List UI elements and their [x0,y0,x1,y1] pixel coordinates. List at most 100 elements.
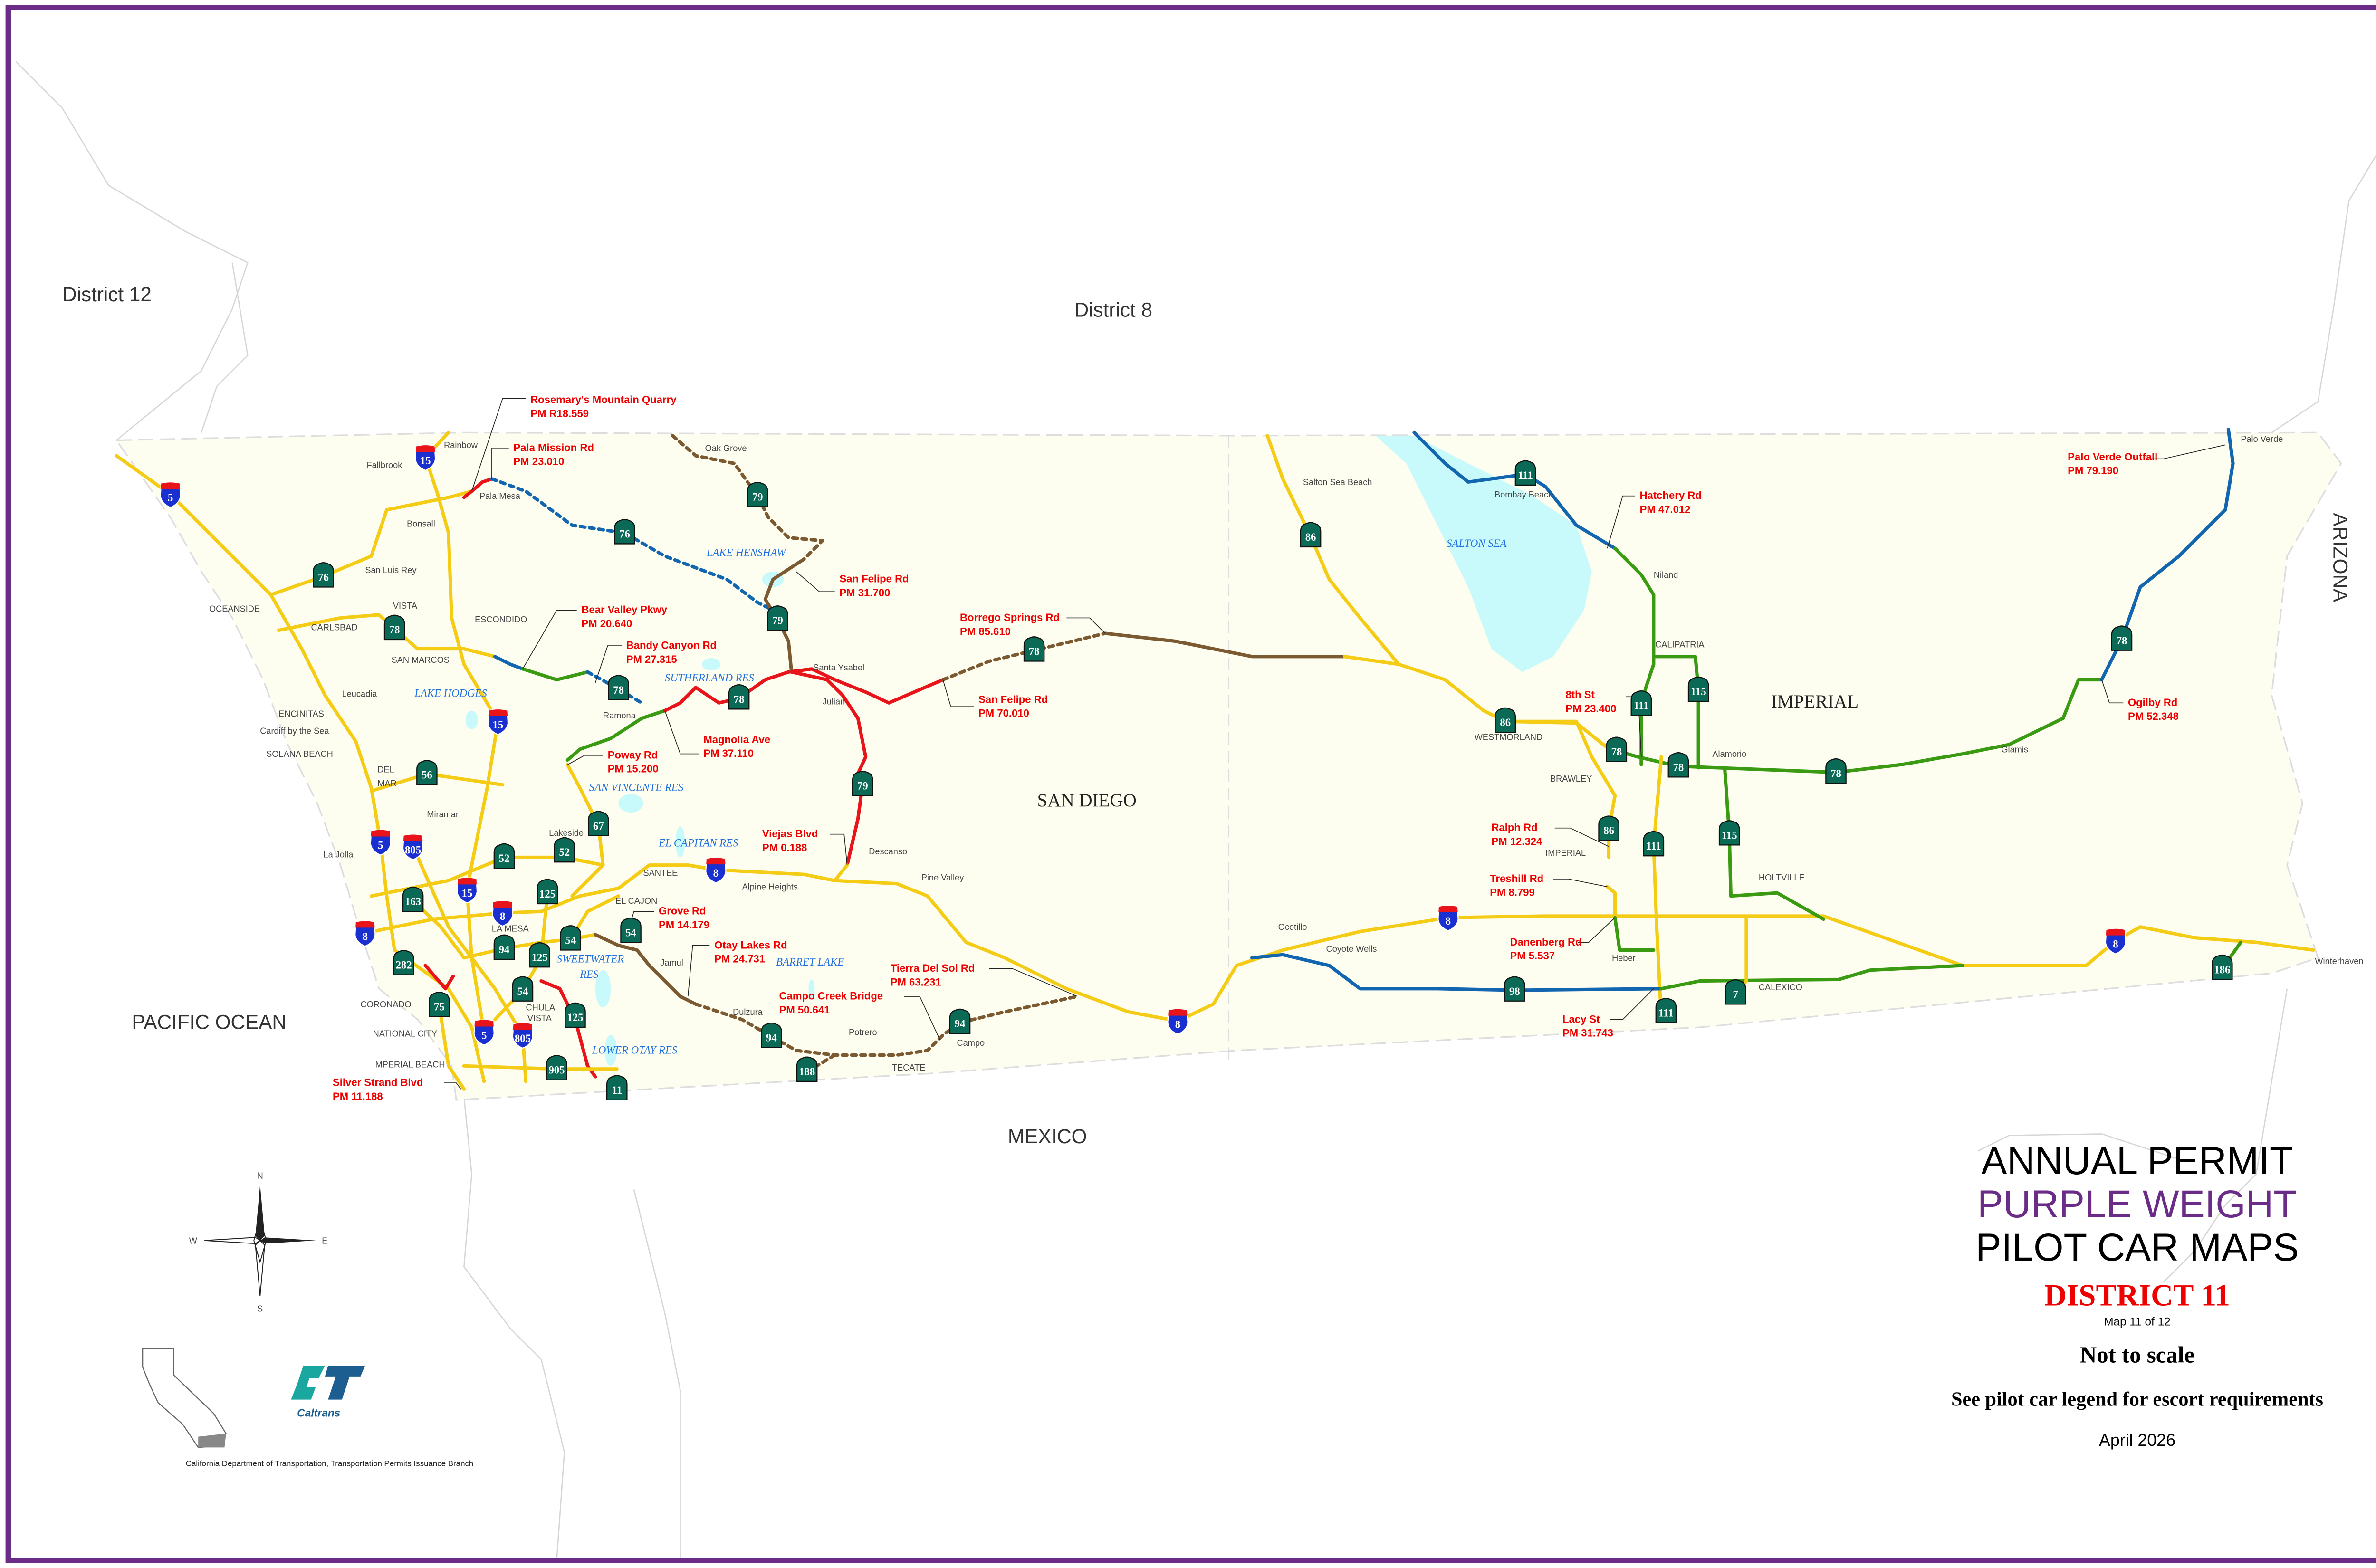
state-route-94-shield-icon: 94 [493,934,515,960]
state-route-7-shield-icon: 7 [1725,979,1746,1005]
callout-road-name: San Felipe Rd [839,573,909,585]
callout-leader-line [491,448,509,479]
interstate-8-shield-icon: 8 [2105,928,2127,955]
state-route-125-shield-icon: 125 [537,879,558,905]
callout-leader-line [2101,679,2124,704]
callout-road-name: Grove Rd [659,905,706,917]
state-route-54-shield-icon: 54 [512,976,534,1002]
state-route-76-shield-icon: 76 [614,519,635,545]
place-label: Jamul [660,958,683,967]
interstate-number: 8 [363,930,368,942]
state-route-number: 78 [613,684,624,696]
place-label: La Jolla [324,850,354,859]
callout-leader-line [942,679,974,707]
state-route-78-shield-icon: 78 [728,684,750,710]
place-label: CHULA [526,1003,556,1012]
state-route-number: 94 [955,1018,966,1030]
state-route-number: 78 [1611,746,1622,758]
callout-leader-line [444,1082,461,1090]
state-route-number: 115 [1722,829,1737,841]
state-route-number: 75 [434,1001,445,1013]
callout-road-name: Poway Rd [608,749,658,761]
interstate-number: 8 [1446,915,1451,927]
state-route-number: 76 [318,571,329,583]
callout-postmile: PM 23.400 [1566,703,1617,715]
place-label: Fallbrook [367,460,403,470]
place-label: Potrero [849,1027,877,1037]
red-road-segment [663,667,945,713]
place-label: Glamis [2001,745,2028,754]
state-route-number: 125 [532,951,548,963]
callout-road-name: Silver Strand Blvd [333,1077,423,1089]
place-label: Rainbow [444,440,478,450]
callout-road-name: 8th St [1566,689,1595,701]
state-route-number: 111 [1658,1007,1674,1019]
callout-road-name: Palo Verde Outfall [2068,451,2157,463]
state-route-78-shield-icon: 78 [608,675,629,700]
callout-leader-line [989,968,1078,997]
state-route-number: 67 [593,820,604,832]
state-route-number: 78 [734,693,745,705]
interstate-number: 8 [2113,938,2118,950]
district-11-highlight [198,1434,226,1448]
place-label: Miramar [427,810,459,819]
state-route-125-shield-icon: 125 [565,1002,586,1028]
interstate-8-shield-icon: 8 [705,857,727,884]
state-route-number: 52 [499,852,510,864]
callout-postmile: PM 15.200 [608,763,659,775]
compass-rose-icon: N S E W [189,1171,328,1314]
callout-postmile: PM 27.315 [626,653,677,665]
place-label: ENCINITAS [278,709,324,719]
interstate-number: 5 [378,840,383,851]
state-route-number: 54 [625,927,636,938]
state-route-111-shield-icon: 111 [1514,460,1536,486]
water-label: SALTON SEA [1447,537,1506,549]
state-route-905-shield-icon: 905 [546,1055,567,1080]
blue-dashed-road-segment [490,477,775,612]
interstate-8-shield-icon: 8 [354,920,376,947]
water-bodies [465,435,1592,1066]
region-label: District 8 [1074,299,1152,321]
state-route-52-shield-icon: 52 [493,843,515,869]
place-label: Niland [1654,570,1678,580]
place-label: SANTEE [643,868,678,878]
callout-leader-line [1610,988,1654,1020]
callout-leaders [444,398,2225,1090]
place-label: OCEANSIDE [209,604,260,613]
page-frame [5,5,2376,1563]
place-label: DEL [377,765,394,774]
callout-road-name: Danenberg Rd [1510,936,1581,948]
place-label: WESTMORLAND [1475,732,1542,742]
state-route-86-shield-icon: 86 [1495,707,1516,733]
green-road-segment [1659,964,1964,991]
title-line-2: PURPLE WEIGHT [1977,1183,2297,1226]
place-label: VISTA [393,601,418,611]
callout-road-name: Ogilby Rd [2128,697,2177,708]
county-label-san-diego: SAN DIEGO [1037,790,1137,811]
callout-road-name: Borrego Springs Rd [960,612,1060,623]
state-route-number: 56 [422,769,432,781]
water-label: SAN VINCENTE RES [589,782,684,794]
water-label: LAKE HENSHAW [706,546,787,558]
callout-postmile: PM 0.188 [762,841,807,853]
callout-postmile: PM 79.190 [2068,465,2118,477]
interstate-number: 15 [420,455,431,467]
place-label: Julian [823,697,845,707]
state-route-78-shield-icon: 78 [1606,736,1628,762]
place-label: VISTA [527,1013,552,1023]
state-route-number: 94 [766,1032,777,1043]
footer-credit: California Department of Transportation,… [186,1459,474,1468]
callout-leader-line [594,645,622,683]
callout-postmile: PM 14.179 [659,919,709,931]
place-label: LA MESA [492,924,529,933]
state-route-163-shield-icon: 163 [402,886,424,912]
callout-postmile: PM 31.700 [839,587,890,599]
blue-road-segment [493,655,525,671]
callout-postmile: PM 63.231 [891,976,941,988]
callout-road-name: Bandy Canyon Rd [626,640,717,651]
state-route-number: 86 [1305,531,1316,543]
callout-postmile: PM 50.641 [779,1004,830,1016]
callout-road-name: Tierra Del Sol Rd [891,962,975,974]
